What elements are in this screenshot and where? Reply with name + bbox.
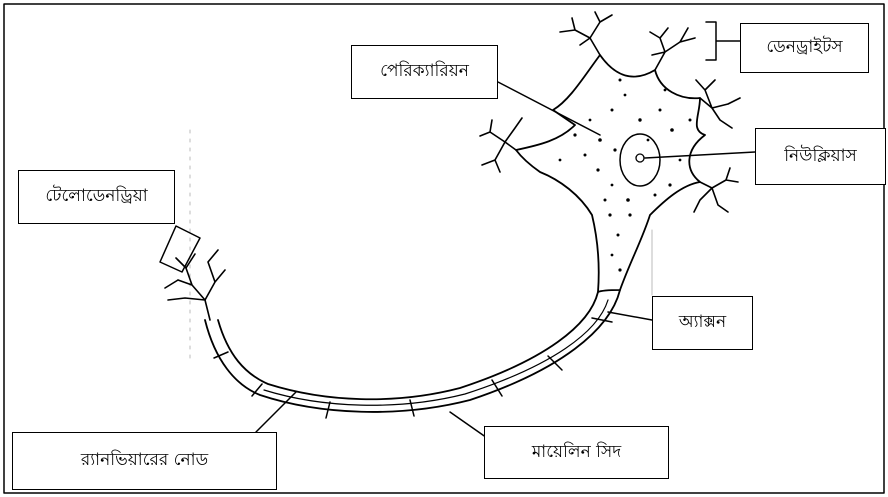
- axon-label: অ্যাক্সন: [652, 296, 753, 350]
- dendrites-label: ডেনড্রাইটস: [740, 23, 869, 73]
- nucleus-label: নিউক্লিয়াস: [755, 128, 886, 185]
- axon-inner: [218, 292, 598, 399]
- nissl-dots: [559, 79, 692, 272]
- cell-body: [516, 55, 705, 292]
- axon-outer: [205, 290, 620, 412]
- perikaryon-label: পেরিক্যারিয়ন: [351, 45, 498, 99]
- dendrites: [480, 12, 740, 212]
- nucleus: [620, 134, 660, 186]
- myelin-sheath-label: মায়েলিন সিদ: [484, 426, 669, 479]
- node-of-ranvier-label: র‍্যানভিয়ারের নোড: [12, 432, 277, 490]
- myelin-line: [264, 300, 608, 405]
- telodendria: [165, 250, 225, 320]
- telodendria-label: টেলোডেনড্রিয়া: [18, 170, 175, 224]
